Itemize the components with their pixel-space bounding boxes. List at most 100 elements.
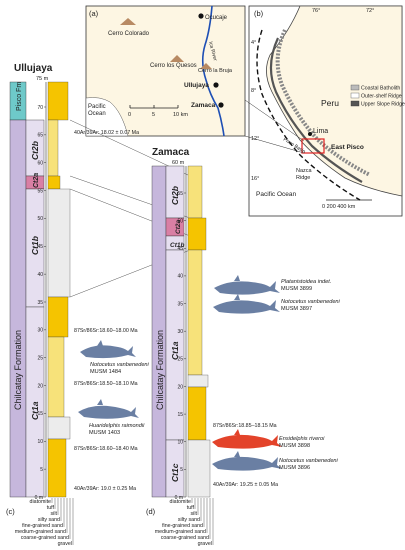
scale-label-5: 5 xyxy=(152,112,155,118)
column-ullujaya: Ullujaya 75 m 70656055504540353025201510… xyxy=(6,63,150,516)
map-a-ocean xyxy=(85,97,129,137)
lith-sand xyxy=(47,296,69,338)
depth-tick-label: 20 xyxy=(177,384,183,390)
city-lima: Lima xyxy=(313,128,328,135)
site-dot-zamaca xyxy=(218,102,224,108)
age-label: 87Sr/86Sr:18.85–18.15 Ma xyxy=(213,423,277,429)
depth-tick-label: 15 xyxy=(177,412,183,418)
dolphin-icon xyxy=(212,451,282,471)
lith-silt xyxy=(187,249,203,376)
depth-tick-label: 20 xyxy=(37,383,43,389)
legend-upper-slope-ridge: Upper Slope Ridge xyxy=(361,102,405,108)
lat-label-16: 16° xyxy=(251,176,259,182)
lith-legend-medium-sand: medium-grained sand xyxy=(15,529,66,535)
fossil-name: Huaridelphis raimondii xyxy=(89,423,145,429)
nazca-label-1: Nazca xyxy=(296,168,313,174)
depth-tick-label: 0 m xyxy=(175,495,183,501)
map-a-river xyxy=(201,5,225,137)
legend-swatch-outer-shelf xyxy=(350,92,360,99)
lat-label-4: 4° xyxy=(251,40,256,46)
lith-legend-medium-sand: medium-grained sand xyxy=(155,529,206,535)
lon-label-76: 76° xyxy=(312,8,320,14)
panel-label-b: (b) xyxy=(254,9,264,18)
age-label: 87Sr/86Sr:18.60–18.00 Ma xyxy=(74,328,138,334)
lith-legend-silt: silt xyxy=(191,511,198,517)
map-b: (b) 76° 72° 4° 8° 12° 16° Peru Lima East… xyxy=(248,5,405,217)
lith-sand xyxy=(47,81,69,121)
scale-label-10: 10 km xyxy=(173,112,188,118)
lith-legend-fine-sand: fine-grained sand xyxy=(22,523,63,529)
unit-label-ct2b: Ct2b xyxy=(30,141,40,160)
unit-label-ct1a: Ct1a xyxy=(30,401,40,420)
depth-tick-label: 35 xyxy=(37,300,43,306)
dolphin-icon xyxy=(214,275,280,295)
lith-legend-diatomite: diatomite xyxy=(30,499,52,505)
study-area-box xyxy=(301,138,325,154)
depth-tick-label: 25 xyxy=(177,357,183,363)
mountain-icon xyxy=(120,18,136,25)
panel-label-c: (c) xyxy=(6,507,15,516)
lith-silt xyxy=(47,119,59,177)
lith-legend-gravel: gravel xyxy=(58,541,72,547)
lith-legend-silty-sand: silty sand xyxy=(38,517,60,523)
fossil-name: Notocetus vanbenedeni xyxy=(279,458,339,464)
country-peru: Peru xyxy=(321,98,339,108)
fossil-id: MUSM 3899 xyxy=(281,286,312,292)
depth-tick-label: 30 xyxy=(177,329,183,335)
place-cerro-los-quesos: Cerro los Quesos xyxy=(150,63,197,69)
fossil-id: MUSM 3897 xyxy=(281,306,312,312)
lima-dot xyxy=(308,132,312,136)
dolphin-icon xyxy=(80,340,136,359)
ocean-label-1: Pacific xyxy=(88,104,106,110)
dolphin-icon xyxy=(213,294,280,314)
lith-legend-silt: silt xyxy=(51,511,58,517)
depth-tick-label: 55 xyxy=(37,188,43,194)
town-dot xyxy=(198,13,204,19)
lat-label-8: 8° xyxy=(251,88,256,94)
lith-legend-fine-sand: fine-grained sand xyxy=(162,523,203,529)
legend-swatch-upper-slope xyxy=(350,100,360,107)
lith-legend-diatomite: diatomite xyxy=(170,499,192,505)
unit-ct1a-band xyxy=(25,306,45,498)
dolphin-icon xyxy=(78,399,139,419)
panel-label-a: (a) xyxy=(89,9,99,18)
lith-legend-tuff: tuff xyxy=(47,505,55,511)
column-top-label: 75 m xyxy=(36,76,49,82)
connector-line xyxy=(244,135,305,154)
fossil-name: Platanistoidea indet. xyxy=(281,279,331,285)
fossil-id: MUSM 3898 xyxy=(279,443,310,449)
age-label: 87Sr/86Sr:18.50–18.10 Ma xyxy=(74,381,138,387)
age-label: 87Sr/86Sr:18.60–18.40 Ma xyxy=(74,446,138,452)
depth-tick-label: 15 xyxy=(37,411,43,417)
depth-tick-label: 0 m xyxy=(35,495,43,501)
depth-tick-label: 40 xyxy=(177,274,183,280)
panel-label-d: (d) xyxy=(146,507,156,516)
mountain-icon xyxy=(170,55,184,62)
ensidelphis-icon xyxy=(212,429,282,449)
depth-tick-label: 10 xyxy=(37,439,43,445)
unit-label-ct2a: Ct2a xyxy=(175,220,182,234)
upper-slope-ridge xyxy=(269,37,363,183)
depth-tick-label: 25 xyxy=(37,356,43,362)
depth-tick-label: 5 xyxy=(40,467,43,473)
fossil-id: MUSM 3896 xyxy=(279,465,310,471)
lith-sand xyxy=(47,175,61,190)
unit-label-ct2a: Ct2a xyxy=(33,173,40,188)
depth-tick-label: 45 xyxy=(37,244,43,250)
lith-sand xyxy=(187,217,207,251)
legend-swatch-batholith xyxy=(350,84,360,91)
lith-gravel xyxy=(47,188,71,298)
lon-label-72: 72° xyxy=(366,8,374,14)
legend-coastal-batholith: Coastal Batholith xyxy=(361,86,400,92)
age-label: 40Ar/39Ar: 19.0 ± 0.25 Ma xyxy=(74,486,136,492)
place-cerro-la-bruja: Cerro la Bruja xyxy=(198,68,233,74)
lith-sand xyxy=(187,386,207,441)
formation-label: Chilcatay Formation xyxy=(13,330,23,410)
formation-band xyxy=(9,119,27,498)
depth-tick-label: 5 xyxy=(180,467,183,473)
lith-sand xyxy=(47,438,67,498)
pacific-ocean-label: Pacific Ocean xyxy=(256,191,296,198)
